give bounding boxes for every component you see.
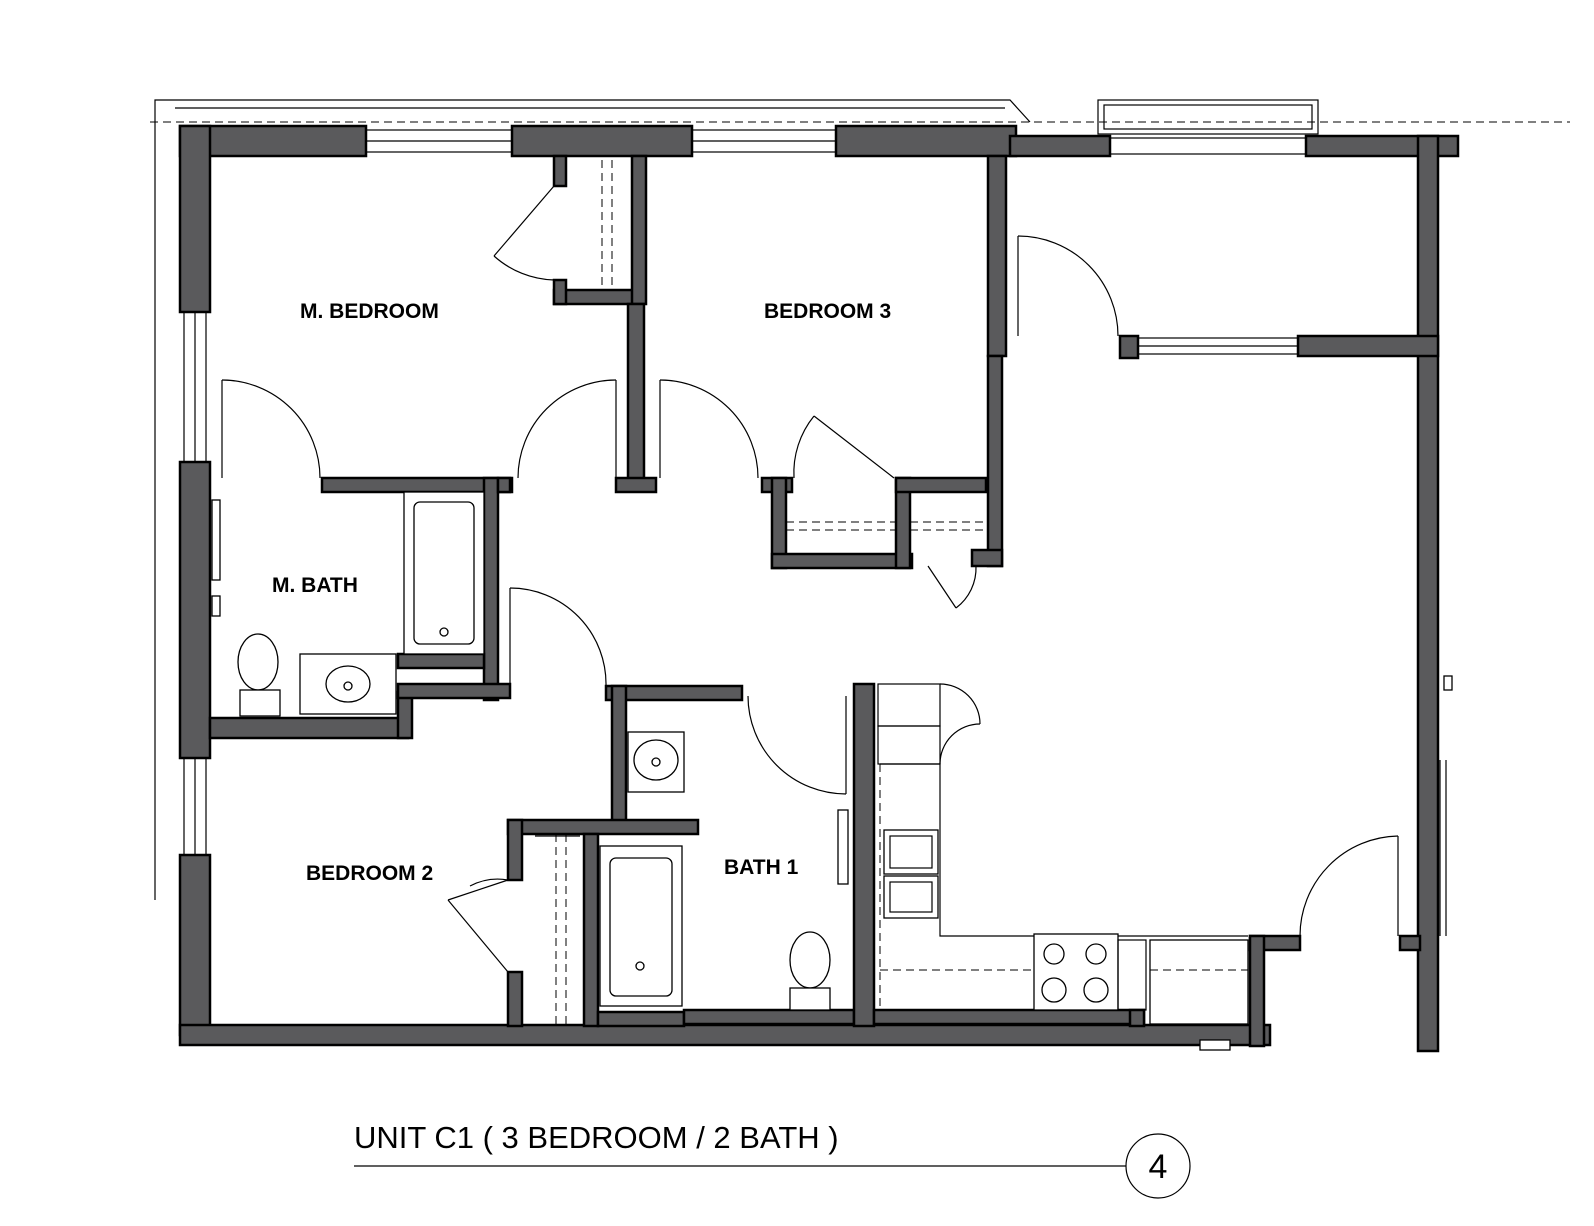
sheet-number: 4 [1149, 1148, 1168, 1186]
room-label-bedroom-3: BEDROOM 3 [764, 300, 891, 323]
room-label-master-bedroom: M. BEDROOM [300, 300, 439, 323]
room-label-master-bath: M. BATH [272, 574, 358, 597]
toilet-icon [789, 931, 831, 989]
kitchen [877, 675, 1453, 1051]
roof-outline [150, 99, 1570, 900]
room-label-bath-1: BATH 1 [724, 856, 799, 879]
unit-title: UNIT C1 ( 3 BEDROOM / 2 BATH ) [354, 1120, 839, 1155]
windows [183, 129, 1447, 936]
fixtures [211, 491, 849, 1011]
doors [221, 185, 1399, 973]
room-labels: M. BEDROOM BEDROOM 3 M. BATH BEDROOM 2 B… [272, 300, 891, 885]
title-block: UNIT C1 ( 3 BEDROOM / 2 BATH ) 4 [354, 1120, 1191, 1199]
kitchen-sink-icon [883, 829, 939, 875]
room-label-bedroom-2: BEDROOM 2 [306, 862, 433, 885]
closet-shelves [535, 160, 986, 1024]
toilet-icon [237, 633, 279, 691]
refrigerator-icon [1149, 939, 1249, 1025]
walls [178, 124, 1460, 1053]
sheet-number-circle [1125, 1133, 1191, 1199]
